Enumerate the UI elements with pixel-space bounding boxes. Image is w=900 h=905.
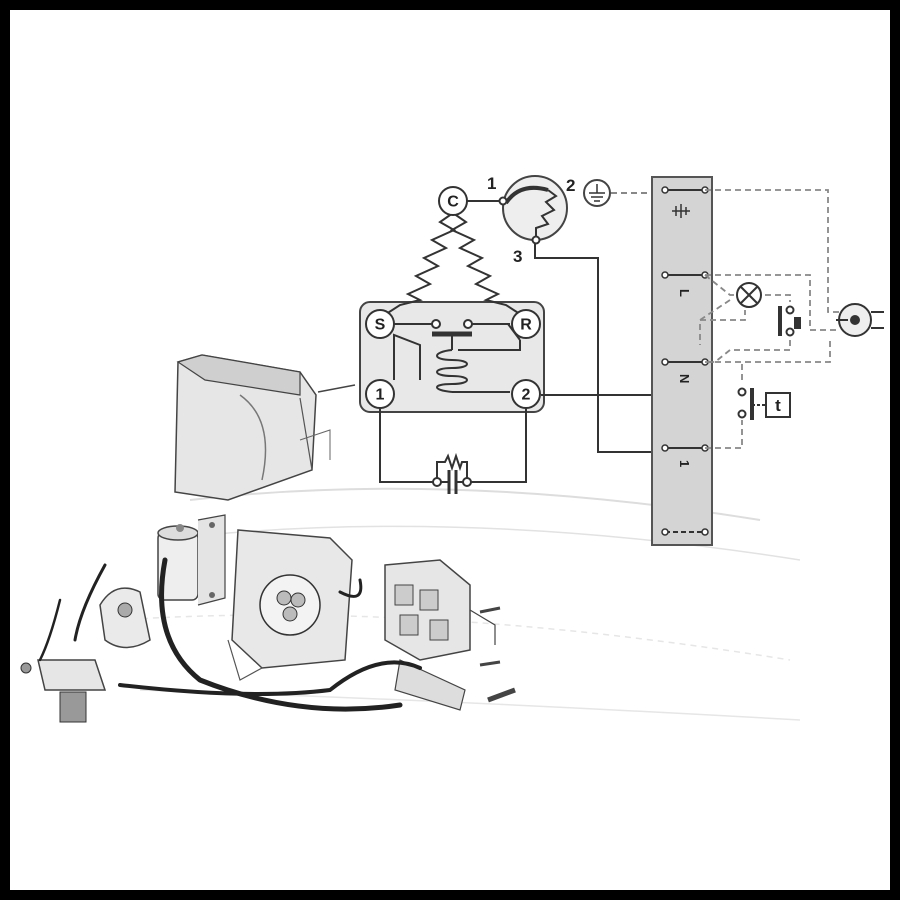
canvas bbox=[10, 10, 890, 890]
terminal-s bbox=[365, 309, 395, 339]
relay-module bbox=[227, 529, 353, 681]
terminal-block bbox=[384, 559, 496, 711]
start-capacitor bbox=[157, 514, 226, 606]
compressor-terminals: C S R 1 2 bbox=[365, 186, 541, 409]
terminal-c bbox=[438, 186, 468, 216]
terminal-s-label: S bbox=[375, 317, 386, 334]
strip-label-1: 1 bbox=[677, 460, 692, 467]
terminal-r bbox=[511, 309, 541, 339]
strip-label-n: N bbox=[677, 374, 692, 383]
relay-terminal-2 bbox=[511, 379, 541, 409]
terminal-cover bbox=[174, 354, 356, 501]
bleed-resistor bbox=[436, 452, 468, 482]
door-switch-icon bbox=[778, 305, 801, 337]
dashed-ground-to-plug bbox=[705, 189, 840, 313]
lamp-icon bbox=[736, 282, 762, 308]
run-winding bbox=[449, 212, 527, 319]
thermostat-icon bbox=[737, 387, 791, 420]
overload-pin3-label: 3 bbox=[513, 247, 522, 266]
relay-terminal-1-label: 1 bbox=[376, 387, 385, 404]
cable-grip bbox=[20, 659, 107, 723]
schematic bbox=[359, 175, 677, 494]
relay-coil-top-wire bbox=[458, 340, 521, 351]
strip-label-l: L bbox=[677, 289, 692, 297]
cap-wire-left bbox=[379, 406, 437, 483]
wire-overload-to-terminal1 bbox=[534, 240, 672, 453]
cap-wire-right bbox=[467, 406, 527, 483]
dashed-lamp-to-switch bbox=[755, 294, 791, 302]
dashed-l-to-plug bbox=[705, 274, 840, 331]
dashed-loop bbox=[699, 299, 731, 345]
relay-terminal-1 bbox=[365, 379, 395, 409]
wires bbox=[38, 557, 422, 712]
relay-coil bbox=[436, 349, 468, 393]
strip-ground-icon bbox=[672, 204, 690, 218]
external-circuit bbox=[699, 189, 840, 449]
overload-pin1-label: 1 bbox=[487, 174, 496, 193]
cap-node-left bbox=[432, 477, 442, 487]
plug-icon bbox=[836, 303, 884, 337]
relay-wire-left bbox=[393, 333, 421, 380]
relay-terminal-2-label: 2 bbox=[522, 387, 531, 404]
dashed-n-to-plug bbox=[705, 340, 831, 363]
compressor-assembly-illustration bbox=[20, 354, 801, 723]
cap-node-right bbox=[462, 477, 472, 487]
overload-protector bbox=[99, 587, 151, 649]
overload-pin3-dot bbox=[531, 235, 541, 245]
overload-pin1-dot bbox=[498, 196, 508, 206]
terminal-r-label: R bbox=[520, 317, 532, 334]
relay-box bbox=[359, 301, 545, 413]
terminal-c-label: C bbox=[447, 194, 459, 211]
overload-bimetal bbox=[504, 185, 549, 205]
dashed-switch-to-n bbox=[705, 340, 791, 363]
dashed-1-to-thermostat bbox=[705, 420, 743, 449]
terminal-strip: L N 1 bbox=[651, 176, 713, 546]
dashed-lamp-return bbox=[700, 310, 746, 321]
overload-pin2-label: 2 bbox=[566, 176, 575, 195]
relay-contact-2 bbox=[463, 319, 473, 329]
overload-heater bbox=[535, 189, 558, 240]
relay-contact-1 bbox=[431, 319, 441, 329]
thermostat-label: t bbox=[775, 396, 781, 415]
screws bbox=[479, 606, 516, 703]
